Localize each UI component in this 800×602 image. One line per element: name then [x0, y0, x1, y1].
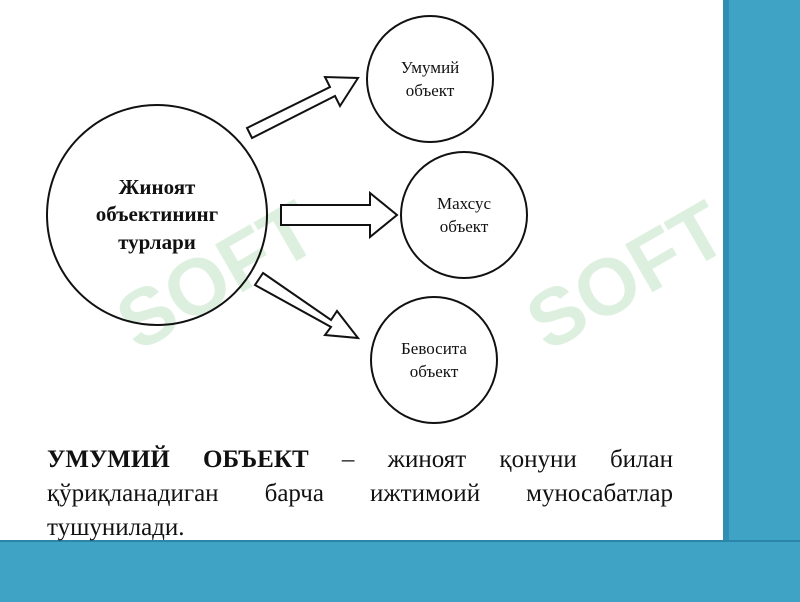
- right-decorative-strip: [723, 0, 800, 600]
- node-circle-direct: [370, 296, 498, 424]
- arrow-to-general: [245, 75, 360, 140]
- definition-text: – жиноят қонуни билан қўриқланадиган бар…: [47, 446, 674, 541]
- center-label-line-2: объектининг: [95, 202, 219, 227]
- definition-term: УМУМИЙ ОБЪЕКТ: [47, 446, 309, 473]
- node-label-direct-line-1: Бевосита: [401, 339, 467, 359]
- center-label-line-3: турлари: [118, 229, 196, 254]
- bottom-decorative-strip: [0, 540, 800, 602]
- node-label-general-line-2: объект: [405, 81, 455, 100]
- node-circle-general: [366, 15, 494, 143]
- center-label: Жиноят объектининг турлари: [62, 160, 252, 270]
- center-label-line-1: Жиноят: [118, 175, 196, 200]
- definition-paragraph: УМУМИЙ ОБЪЕКТ – жиноят қонуни билан қўри…: [47, 443, 673, 545]
- right-strip-edge: [723, 0, 729, 600]
- node-label-general: Умумий объект: [375, 50, 485, 110]
- center-circle: [46, 104, 268, 326]
- node-circle-special: [400, 151, 528, 279]
- node-label-special-line-1: Махсус: [436, 194, 492, 214]
- node-label-direct-line-2: объект: [409, 362, 459, 381]
- arrow-to-special: [280, 190, 399, 240]
- node-label-special-line-2: объект: [439, 217, 489, 236]
- node-label-direct: Бевосита объект: [379, 331, 489, 391]
- node-label-special: Махсус объект: [409, 186, 519, 246]
- arrow-to-direct: [253, 271, 361, 340]
- node-label-general-line-1: Умумий: [400, 58, 460, 78]
